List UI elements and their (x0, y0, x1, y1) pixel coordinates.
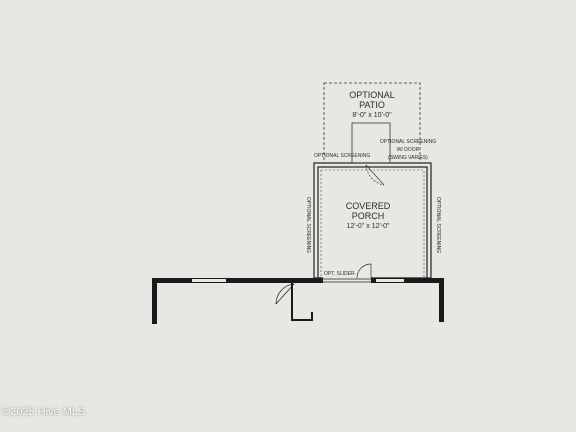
screen-door-swing (362, 162, 388, 186)
optional-screening-top-label: OPTIONAL SCREENING (314, 153, 370, 159)
screen-door-leaf (365, 164, 385, 186)
patio-title-line2: PATIO (359, 100, 385, 110)
patio-title-line1: OPTIONAL (349, 90, 395, 100)
screening-door-label-line2: W/ DOOR (397, 147, 420, 153)
screening-door-label-line3: (SWING VARIES) (388, 155, 428, 161)
watermark: ©2025 Hive MLS (2, 406, 86, 418)
patio-size: 8'-0" x 10'-0" (352, 112, 392, 119)
optional-screening-right-label: OPTIONAL SCREENING (435, 197, 441, 253)
optional-patio-outline (323, 82, 421, 164)
screening-door-label-line1: OPTIONAL SCREENING (380, 139, 436, 145)
porch-size: 12'-0" x 12'-0" (346, 223, 390, 230)
optional-screening-outline (320, 169, 425, 279)
interior-closet (275, 283, 313, 321)
opt-slider-label: OPT. SLIDER (324, 271, 355, 277)
house-exterior-wall (152, 278, 444, 324)
optional-screening-left-label: OPTIONAL SCREENING (305, 197, 311, 253)
porch-title-line2: PORCH (352, 211, 385, 221)
opt-slider-door (323, 263, 372, 284)
patio-step (351, 122, 391, 164)
porch-title-line1: COVERED (346, 201, 391, 211)
